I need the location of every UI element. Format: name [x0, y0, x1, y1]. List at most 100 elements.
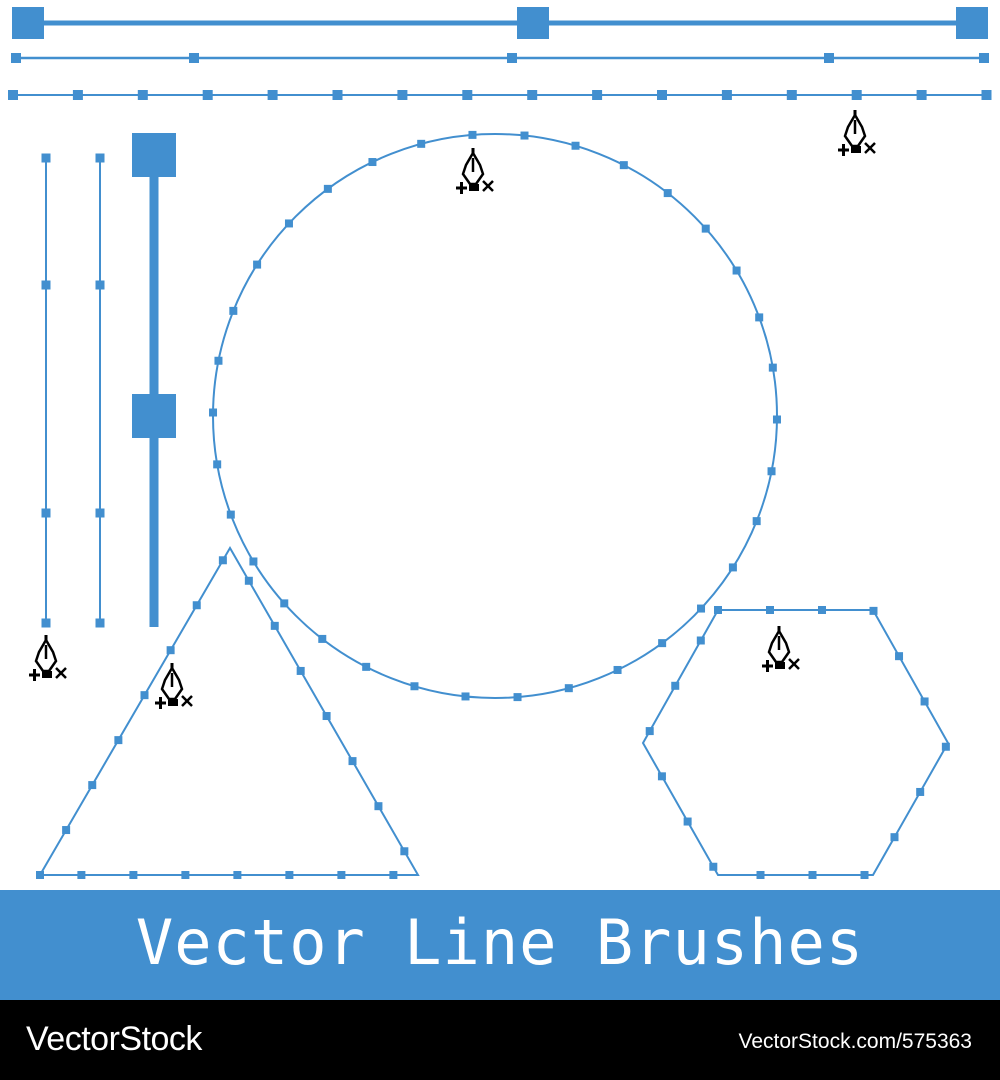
anchor-point: [916, 787, 925, 796]
anchor-point: [468, 130, 477, 139]
anchor-point: [721, 90, 732, 100]
anchor-point: [267, 90, 278, 100]
anchor-point: [214, 356, 223, 365]
anchor-point: [244, 576, 253, 585]
pen-tool-cursor-icon: [27, 633, 68, 683]
anchor-point: [322, 712, 331, 721]
anchor-point: [41, 508, 51, 518]
anchor-point: [77, 871, 86, 879]
dotted-circle-path: [209, 130, 781, 702]
anchor-point: [284, 219, 293, 228]
anchor-point: [132, 394, 176, 438]
anchor-point: [181, 871, 190, 879]
anchor-point: [895, 652, 904, 661]
anchor-point: [233, 871, 242, 879]
anchor-point: [527, 90, 538, 100]
fine-horizontal-brush-line: [8, 90, 992, 100]
brand-logo-text: VectorStock: [26, 1020, 202, 1058]
anchor-point: [755, 313, 764, 322]
thick-vertical-brush-line: [132, 133, 176, 627]
anchor-point: [981, 90, 992, 100]
anchor-point: [657, 90, 667, 100]
anchor-point: [728, 563, 737, 572]
anchor-point: [389, 871, 398, 879]
anchor-point: [818, 606, 826, 614]
anchor-point: [249, 557, 258, 566]
anchor-point: [368, 158, 377, 167]
anchor-point: [202, 90, 213, 100]
anchor-point: [766, 606, 774, 614]
anchor-point: [663, 189, 672, 198]
anchor-point: [619, 161, 628, 170]
anchor-point: [756, 871, 765, 879]
anchor-point: [218, 556, 227, 565]
anchor-point: [520, 131, 529, 140]
anchor-point: [337, 871, 346, 879]
pen-tool-cursor-icon: [454, 146, 495, 196]
anchor-point: [213, 460, 222, 469]
anchor-point: [95, 153, 105, 163]
anchor-point: [270, 621, 279, 630]
anchor-point: [752, 517, 761, 526]
anchor-point: [400, 847, 409, 856]
anchor-point: [296, 666, 305, 675]
anchor-point: [348, 757, 357, 766]
anchor-point: [323, 184, 332, 193]
anchor-point: [824, 53, 834, 63]
anchor-point: [192, 601, 201, 610]
anchor-point: [95, 280, 105, 290]
anchor-point: [332, 90, 343, 100]
anchor-point: [517, 7, 549, 39]
anchor-point: [683, 817, 692, 826]
anchor-point: [697, 604, 706, 613]
pen-tool-cursor-icon: [836, 108, 877, 158]
anchor-point: [513, 693, 522, 702]
anchor-point: [132, 133, 176, 177]
anchor-point: [571, 141, 580, 150]
anchor-point: [767, 467, 776, 476]
anchor-point: [95, 508, 105, 518]
anchor-point: [8, 90, 18, 100]
pen-tool-cursor-icon: [760, 624, 801, 674]
brush-artwork: [8, 7, 992, 879]
anchor-point: [72, 90, 83, 100]
anchor-point: [114, 736, 123, 745]
anchor-point: [564, 684, 573, 693]
anchor-point: [860, 871, 869, 879]
anchor-point: [410, 682, 419, 691]
anchor-point: [137, 90, 148, 100]
anchor-point: [592, 90, 603, 100]
anchor-point: [417, 139, 426, 148]
anchor-point: [941, 742, 950, 751]
anchor-point: [253, 260, 262, 269]
page-title: Vector Line Brushes: [135, 906, 865, 979]
anchor-point: [41, 280, 51, 290]
anchor-point: [129, 871, 138, 879]
anchor-point: [714, 606, 722, 614]
anchor-point: [209, 408, 218, 417]
anchor-point: [41, 618, 51, 628]
anchor-point: [772, 415, 781, 424]
anchor-point: [12, 7, 44, 39]
anchor-point: [869, 606, 878, 615]
anchor-point: [956, 7, 988, 39]
anchor-point: [166, 646, 175, 655]
anchor-point: [613, 665, 622, 674]
anchor-point: [95, 618, 105, 628]
anchor-point: [645, 727, 654, 736]
anchor-point: [507, 53, 517, 63]
title-banner: Vector Line Brushes: [0, 890, 1000, 1000]
dotted-triangle-path: [36, 546, 420, 879]
fine-vertical-brush-line: [41, 153, 51, 628]
anchor-point: [768, 363, 777, 372]
anchor-point: [362, 662, 371, 671]
footer-bar: VectorStock VectorStock.com/575363: [0, 1000, 1000, 1080]
anchor-point: [461, 692, 470, 701]
anchor-point: [979, 53, 989, 63]
anchor-point: [916, 90, 927, 100]
anchor-point: [462, 90, 473, 100]
anchor-point: [701, 224, 710, 233]
anchor-point: [229, 306, 238, 315]
fine-vertical-brush-line-2: [95, 153, 105, 628]
anchor-point: [11, 53, 21, 63]
